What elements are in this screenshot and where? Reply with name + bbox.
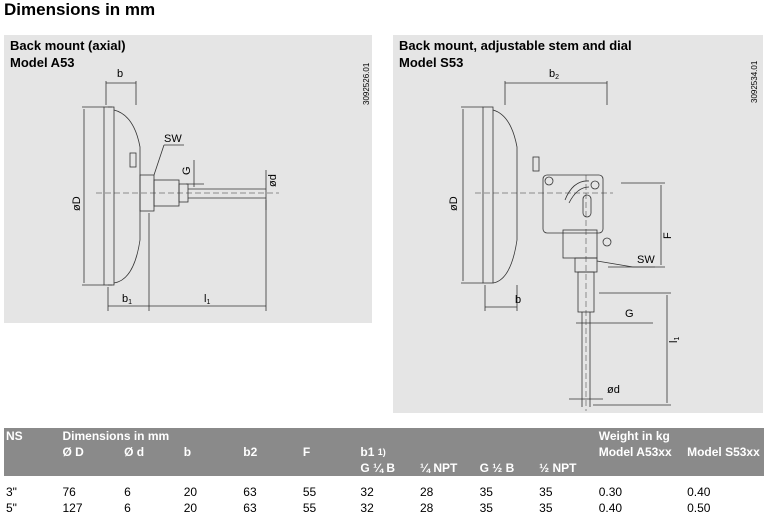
panel-title: Back mount, adjustable stem and dial Mod… [399,37,632,71]
cell-od: 6 [124,501,131,515]
table-row: 5" 127 6 20 63 55 32 28 35 35 0.40 0.50 [4,500,764,516]
cell-ns: 5" [6,501,17,515]
header-npt12: ½ NPT [537,460,597,476]
label-g: G [181,166,193,175]
label-sw: SW [637,254,655,266]
label-oD: øD [448,196,460,211]
drawing-panel-a53: Back mount (axial) Model A53 3092526.01 [4,35,372,323]
label-l1: l1 [204,293,210,306]
label-od: ød [267,174,279,187]
cell-g14b: 32 [360,501,374,515]
cell-b2: 63 [243,501,257,515]
header-od: Ø d [122,444,182,460]
label-od: ød [607,384,620,396]
cell-g14b: 32 [360,485,374,499]
header-b1-footnote: 1) [377,447,386,457]
cell-s53: 0.40 [687,485,711,499]
dimensions-table: NS Dimensions in mm Weight in kg Ø D Ø d… [4,428,764,516]
cell-ns: 3" [6,485,17,499]
panel-title-line2: Model S53 [399,55,464,70]
panel-title: Back mount (axial) Model A53 [10,37,126,71]
cell-a53: 0.30 [598,485,623,499]
panel-title-line2: Model A53 [10,55,75,70]
header-b: b [181,444,242,460]
table-header-row: Ø D Ø d b b2 F b1 1) Model A53xx Model S… [4,444,764,460]
header-npt14: ¼ NPT [417,460,478,476]
header-g14b: G ¼ B [358,460,418,476]
label-b2: b2 [549,68,559,81]
cell-g12b: 35 [479,501,493,515]
cell-f: 55 [302,501,317,515]
label-b1: b1 [122,293,132,306]
label-g: G [625,308,634,320]
header-dimensions: Dimensions in mm [60,428,597,444]
cell-npt12: 35 [539,485,553,499]
drawing-panel-s53: Back mount, adjustable stem and dial Mod… [393,35,763,413]
label-b: b [515,294,521,306]
cell-npt14: 28 [419,501,434,515]
header-g12b: G ½ B [477,460,538,476]
cell-npt12: 35 [539,501,553,515]
cell-od: 6 [124,485,131,499]
header-b2: b2 [241,444,301,460]
label-l1: l1 [668,337,681,343]
cell-f: 55 [302,485,317,499]
label-f: F [662,232,674,239]
cell-b: 20 [183,485,198,499]
cell-b: 20 [183,501,198,515]
cell-a53: 0.40 [598,501,623,515]
label-oD: øD [71,196,83,211]
table-header-row: NS Dimensions in mm Weight in kg [4,428,764,444]
cell-b2: 63 [243,485,257,499]
header-ns: NS [4,428,61,444]
label-b: b [117,68,123,80]
header-b1: b1 1) [358,444,418,460]
header-model-s53: Model S53xx [685,444,764,460]
cell-s53: 0.50 [687,501,711,515]
technical-drawing-a53: b SW G ød øD b1 l1 [71,68,279,311]
cell-npt14: 28 [419,485,434,499]
cell-oD: 76 [62,485,76,499]
header-oD: Ø D [60,444,123,460]
table-header-row: G ¼ B ¼ NPT G ½ B ½ NPT [4,460,764,476]
table-row: 3" 76 6 20 63 55 32 28 35 35 0.30 0.40 [4,484,764,500]
header-model-a53: Model A53xx [596,444,686,460]
header-f: F [300,444,359,460]
panel-title-line1: Back mount, adjustable stem and dial [399,38,632,53]
label-sw: SW [164,133,182,145]
panel-title-line1: Back mount (axial) [10,38,126,53]
header-weight: Weight in kg [596,428,764,444]
technical-drawing-s53: b2 øD F SW b G l1 ød [448,68,681,411]
cell-oD: 127 [62,501,83,515]
page-heading: Dimensions in mm [4,0,156,19]
cell-g12b: 35 [479,485,493,499]
